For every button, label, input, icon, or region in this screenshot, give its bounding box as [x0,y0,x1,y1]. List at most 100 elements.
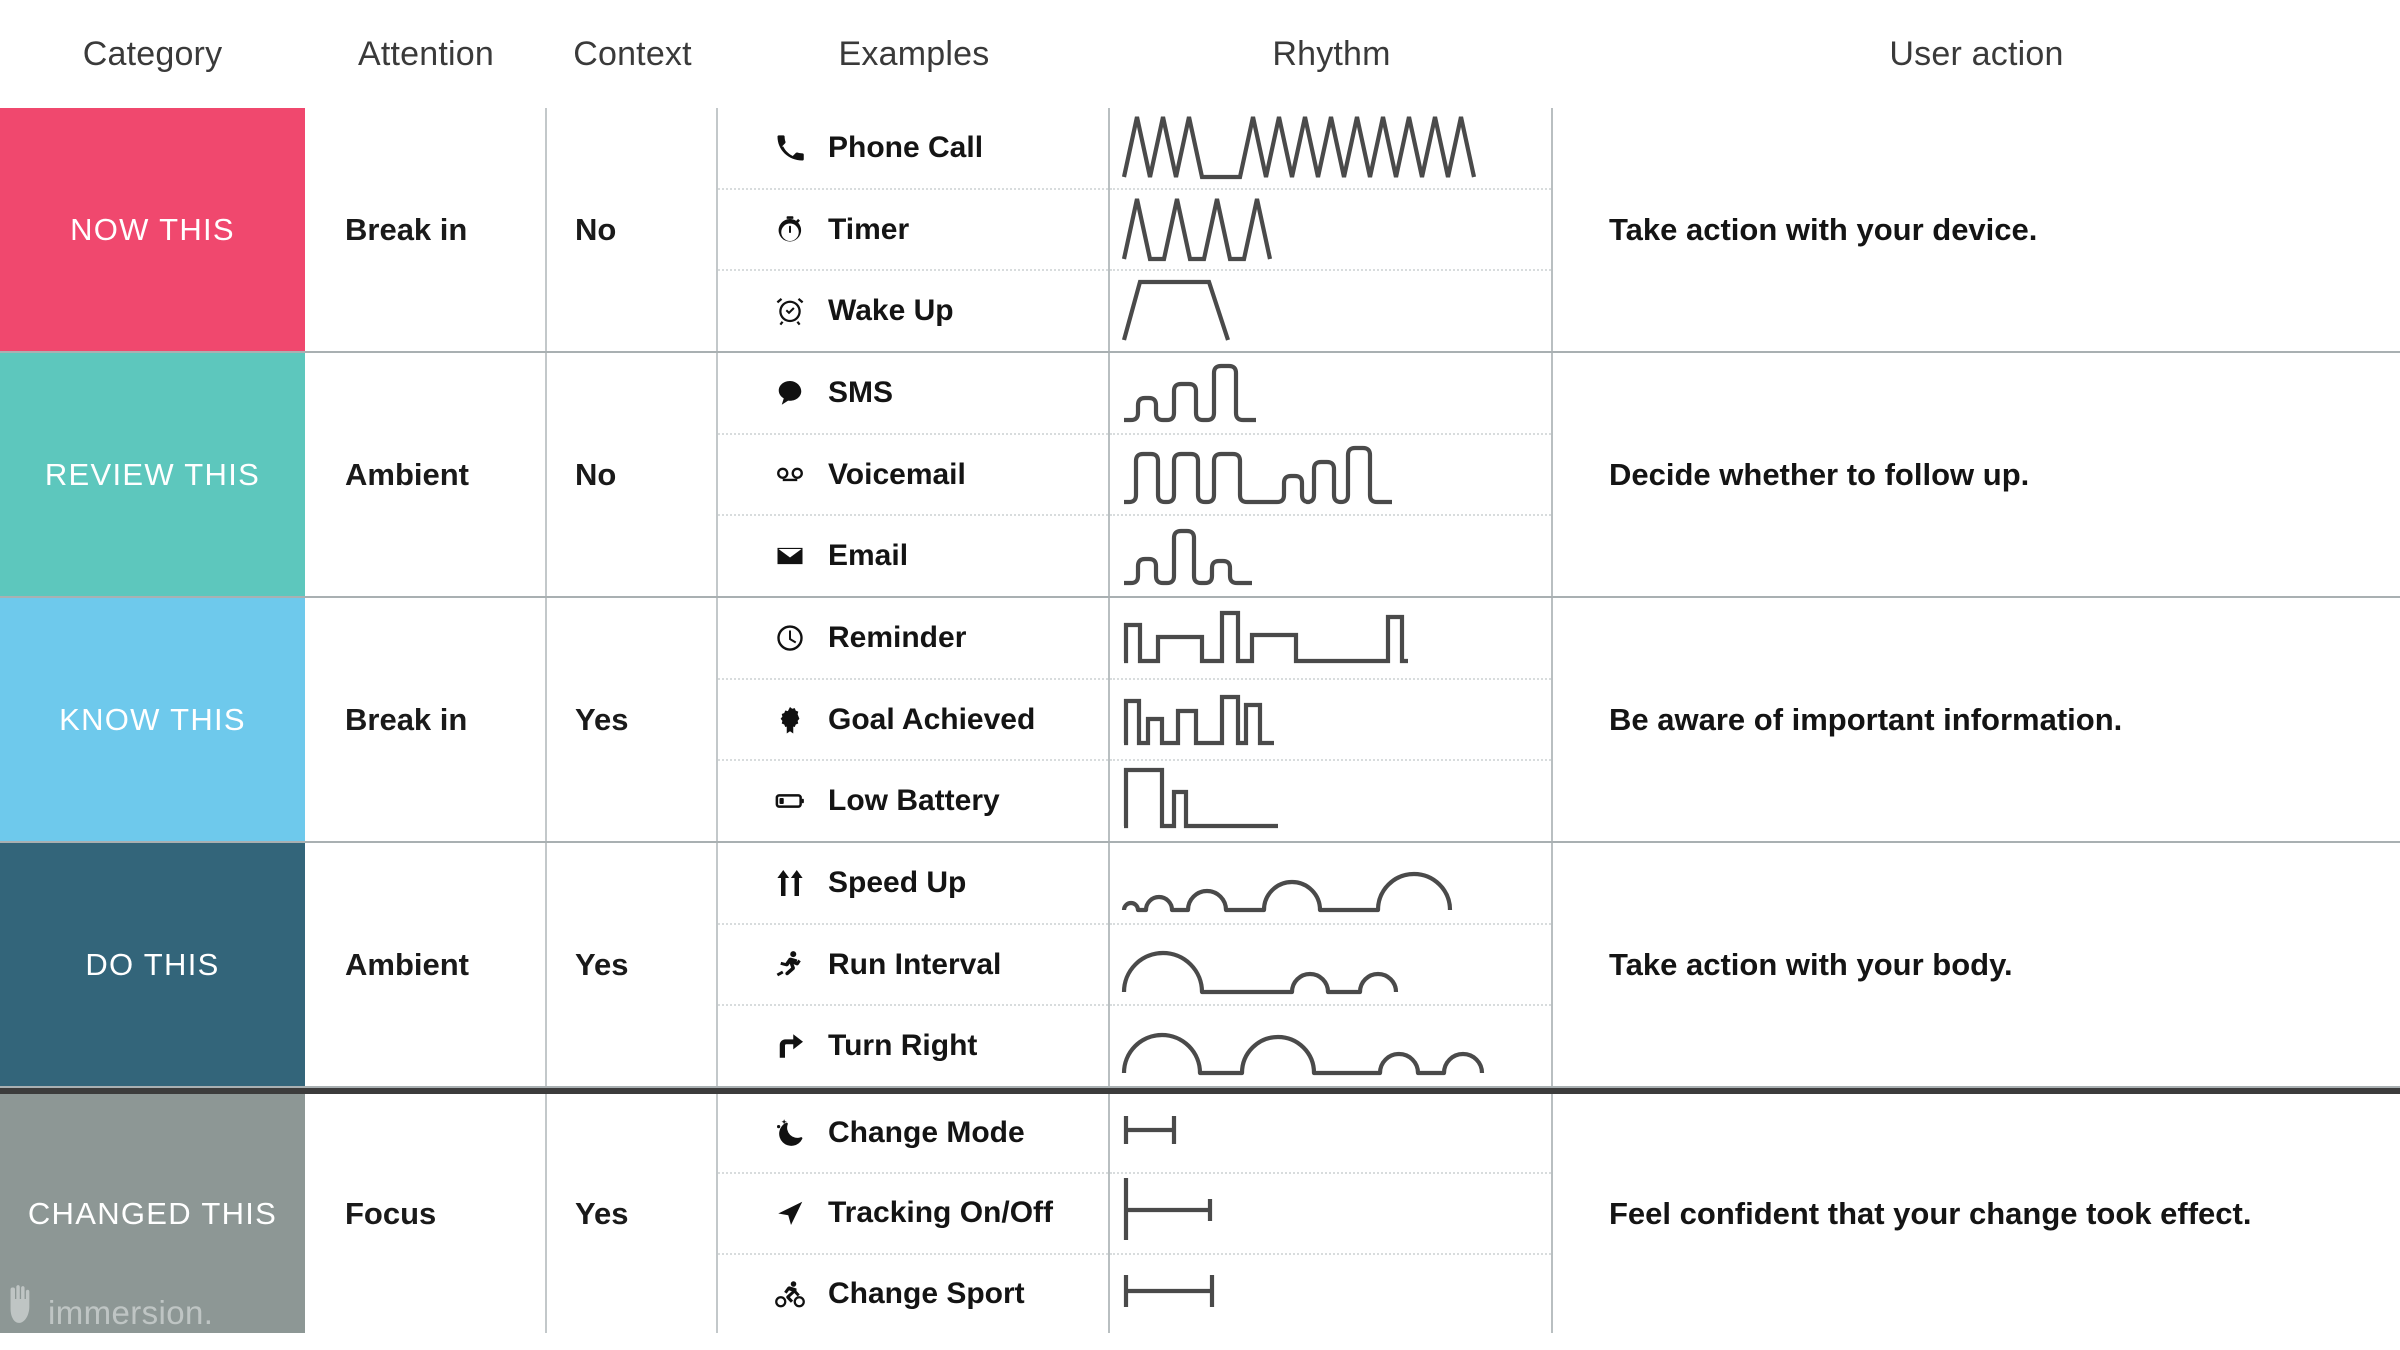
category-cell[interactable]: NOW THIS [0,108,305,351]
context-value: No [575,211,617,247]
user-action-cell: Take action with your body. [1553,843,2400,1086]
column-header-rhythm: Rhythm [1272,34,1391,73]
rhythm-waveform-ibeam-medium [1110,1255,1551,1333]
example-row[interactable]: Tracking On/Off [718,1174,1108,1255]
rhythm-waveform-square-wave-short [1110,680,1551,762]
runner-icon [774,949,806,981]
user-action-text: Feel confident that your change took eff… [1609,1195,2252,1231]
attention-cell: Break in [305,598,547,841]
example-label: Phone Call [828,130,984,164]
chat-bubble-icon [774,377,806,409]
context-cell: Yes [547,843,718,1086]
example-label: Change Mode [828,1116,1025,1150]
example-row[interactable]: Voicemail [718,435,1108,517]
attention-value: Break in [345,211,468,247]
attention-cell: Break in [305,108,547,351]
context-value: Yes [575,1195,629,1231]
turn-right-arrow-icon [774,1030,806,1062]
context-cell: No [547,108,718,351]
rhythm-waveform-rounded-pulses-mixed [1110,516,1551,596]
rhythm-waveform-square-wave-two-pulse [1110,761,1551,841]
double-up-arrow-icon [774,867,806,899]
column-header-category: Category [82,34,223,73]
example-row[interactable]: Change Sport [718,1255,1108,1333]
rhythm-waveform-sharp-zigzag-dense [1110,108,1551,190]
example-row[interactable]: Turn Right [718,1006,1108,1086]
context-value: Yes [575,701,629,737]
voicemail-icon [774,459,806,491]
example-label: Timer [828,212,910,246]
rhythm-cell [1110,1094,1553,1333]
context-value: No [575,456,617,492]
example-row[interactable]: Low Battery [718,761,1108,841]
context-cell: Yes [547,598,718,841]
attention-value: Ambient [345,456,469,492]
context-cell: Yes [547,1094,718,1333]
example-label: Change Sport [828,1276,1025,1310]
immersion-hand-logo-icon [8,1284,42,1329]
example-row[interactable]: Email [718,516,1108,596]
example-label: Email [828,539,909,573]
example-label: Turn Right [828,1029,978,1063]
user-action-text: Be aware of important information. [1609,701,2123,737]
attention-value: Break in [345,701,468,737]
category-label: CHANGED THIS [27,1195,278,1231]
example-label: Run Interval [828,947,1002,981]
column-header-examples: Examples [838,34,990,73]
table-header-row: Category Attention Context Examples Rhyt… [0,0,2400,108]
rhythm-waveform-ibeam-short [1110,1094,1551,1175]
example-row[interactable]: Timer [718,190,1108,272]
category-label: REVIEW THIS [44,456,261,492]
example-row[interactable]: Run Interval [718,925,1108,1007]
context-cell: No [547,353,718,596]
example-label: Low Battery [828,784,1000,818]
clock-icon [774,622,806,654]
column-header-context: Context [573,34,692,73]
rhythm-waveform-ibeam-tall-left [1110,1174,1551,1255]
user-action-text: Decide whether to follow up. [1609,456,2030,492]
attention-cell: Focus [305,1094,547,1333]
user-action-cell: Be aware of important information. [1553,598,2400,841]
example-row[interactable]: Change Mode [718,1094,1108,1175]
example-row[interactable]: Reminder [718,598,1108,680]
example-row[interactable]: Phone Call [718,108,1108,190]
phone-icon [774,132,806,164]
category-cell[interactable]: CHANGED THIS immersion. [0,1094,305,1333]
award-icon [774,704,806,736]
rhythm-waveform-rounded-pulses-rising [1110,353,1551,435]
example-row[interactable]: Wake Up [718,271,1108,351]
category-cell[interactable]: DO THIS [0,843,305,1086]
envelope-icon [774,540,806,572]
example-label: Goal Achieved [828,702,1036,736]
attention-value: Ambient [345,946,469,982]
user-action-cell: Feel confident that your change took eff… [1553,1094,2400,1333]
example-label: Tracking On/Off [828,1196,1054,1230]
user-action-cell: Take action with your device. [1553,108,2400,351]
cyclist-icon [774,1278,806,1310]
category-cell[interactable]: REVIEW THIS [0,353,305,596]
alarm-clock-icon [774,295,806,327]
example-label: Reminder [828,620,967,654]
rhythm-waveform-sharp-zigzag-four [1110,190,1551,272]
example-label: Speed Up [828,865,967,899]
category-band-changed-this: CHANGED THIS immersion. Focus Yes Change Mod… [0,1088,2400,1333]
rhythm-waveform-square-wave-long [1110,598,1551,680]
example-row[interactable]: Goal Achieved [718,680,1108,762]
brand-name: immersion. [48,1294,214,1331]
category-label: NOW THIS [70,211,235,247]
rhythm-cell [1110,598,1553,841]
rhythm-waveform-arcs-descending [1110,1006,1551,1086]
category-cell[interactable]: KNOW THIS [0,598,305,841]
attention-cell: Ambient [305,353,547,596]
example-row[interactable]: Speed Up [718,843,1108,925]
example-row[interactable]: SMS [718,353,1108,435]
